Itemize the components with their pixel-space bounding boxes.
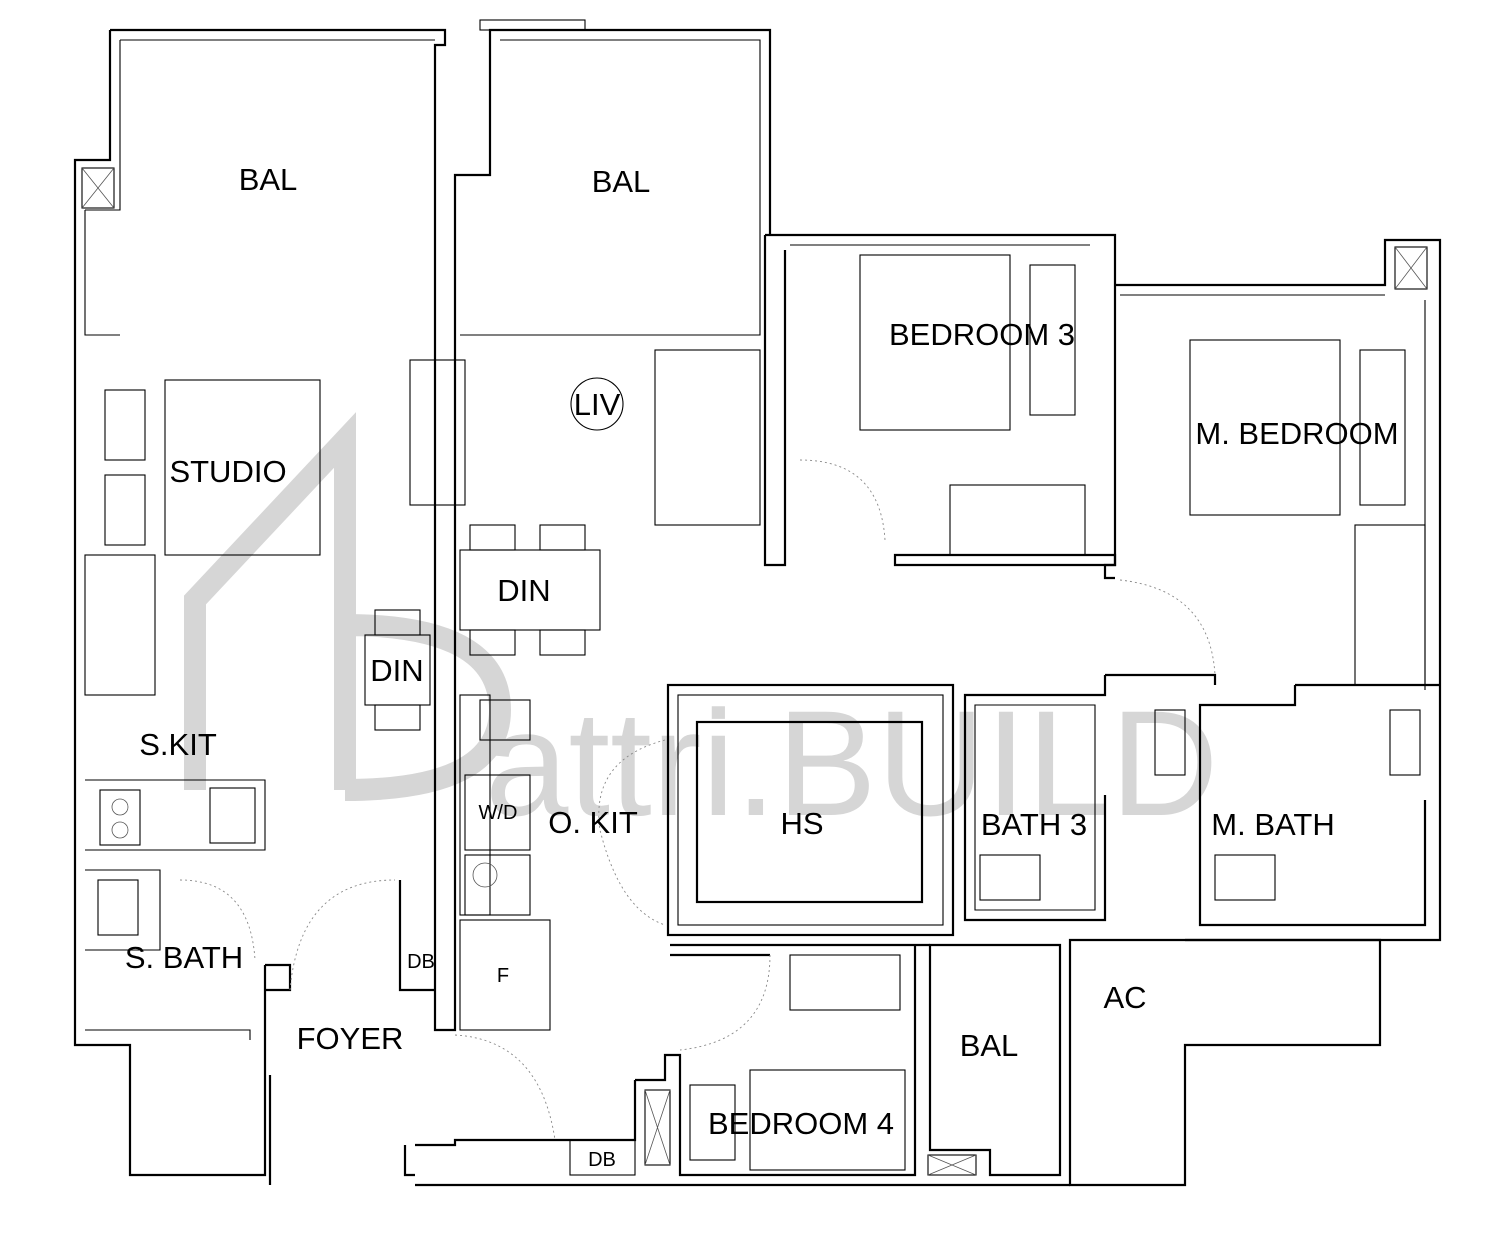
watermark: attri.BUILD [184,412,1219,847]
label-open-kitchen: O. KIT [548,805,638,840]
label-bal-left: BAL [239,162,298,197]
label-db-1: DB [407,951,435,973]
label-studio-bath: S. BATH [125,940,243,975]
label-bal-bottom: BAL [960,1028,1019,1063]
label-ac-ledge: AC [1103,980,1146,1015]
room-labels: BAL BAL BEDROOM 3 M. BEDROOM STUDIO LIV … [125,162,1399,1171]
label-dining-studio: DIN [370,653,423,688]
watermark-text: attri.BUILD [485,679,1219,847]
label-fridge: F [497,965,509,987]
label-master-bedroom: M. BEDROOM [1195,416,1398,451]
label-studio: STUDIO [169,454,286,489]
label-master-bath: M. BATH [1211,807,1334,842]
label-living: LIV [574,387,621,422]
label-bedroom3: BEDROOM 3 [889,317,1075,352]
walls [73,19,1442,1187]
label-household-shelter: HS [780,806,823,841]
label-bal-top: BAL [592,164,651,199]
label-bath3: BATH 3 [981,807,1087,842]
label-dining-main: DIN [497,573,550,608]
label-studio-kitchen: S.KIT [139,727,217,762]
label-bedroom4: BEDROOM 4 [708,1106,894,1141]
label-db-2: DB [588,1149,616,1171]
door-swings [179,459,1216,1141]
label-foyer: FOYER [297,1021,404,1056]
label-washer-dryer: W/D [479,802,518,824]
living-label-circle [570,377,624,431]
